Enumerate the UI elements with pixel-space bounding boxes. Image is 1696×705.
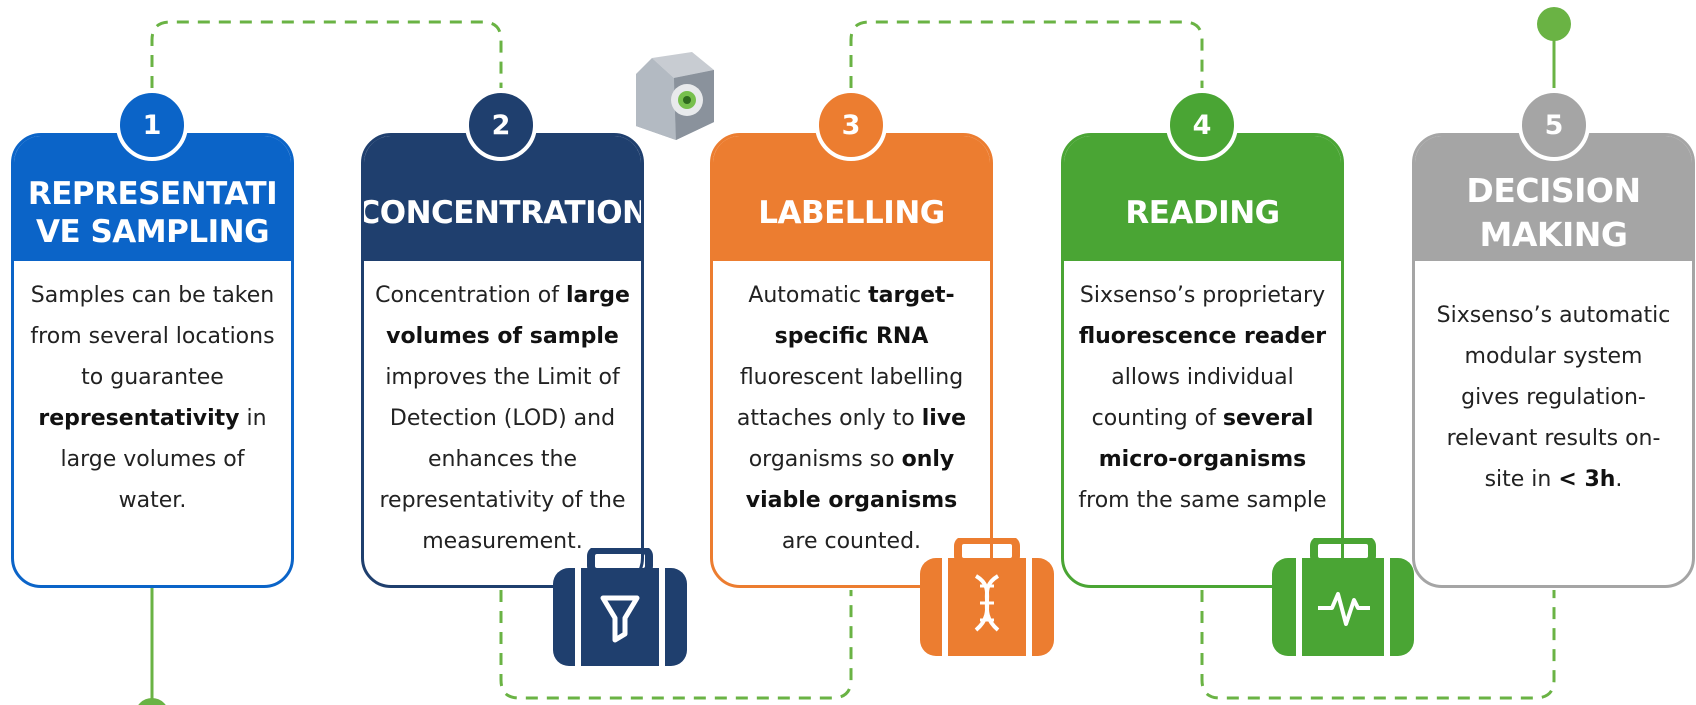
- step-number-badge-3: 3: [815, 89, 887, 161]
- pulse-case-icon: [1272, 538, 1414, 656]
- step-description: Samples can be taken from several locati…: [30, 283, 275, 513]
- step-description: Automatic target- specific RNA fluoresce…: [736, 283, 967, 554]
- connector-end-dot-bottom: [138, 698, 166, 705]
- cube-device-icon: [636, 52, 714, 140]
- connector-end-dot-top: [1537, 7, 1571, 41]
- step-title: REPRESENTATI VE SAMPLING: [14, 136, 291, 261]
- funnel-case-icon: [553, 548, 687, 666]
- step-number-badge-2: 2: [465, 89, 537, 161]
- step-number-badge-4: 4: [1166, 89, 1238, 161]
- step-description: Concentration of large volumes of sample…: [375, 283, 630, 554]
- step-card-reading: READING Sixsenso’s proprietary fluoresce…: [1061, 133, 1344, 588]
- step-card-representative-sampling: REPRESENTATI VE SAMPLING Samples can be …: [11, 133, 294, 588]
- step-number-badge-5: 5: [1518, 89, 1590, 161]
- step-description: Sixsenso’s proprietary fluorescence read…: [1078, 283, 1327, 513]
- step-card-labelling: LABELLING Automatic target- specific RNA…: [710, 133, 993, 588]
- step-card-decision-making: DECISION MAKING Sixsenso’s automatic mod…: [1412, 133, 1695, 588]
- step-card-concentration: CONCENTRATION Concentration of large vol…: [361, 133, 644, 588]
- dna-case-icon: [920, 538, 1054, 656]
- step-number-badge-1: 1: [116, 89, 188, 161]
- step-description: Sixsenso’s automatic modular system give…: [1436, 303, 1671, 492]
